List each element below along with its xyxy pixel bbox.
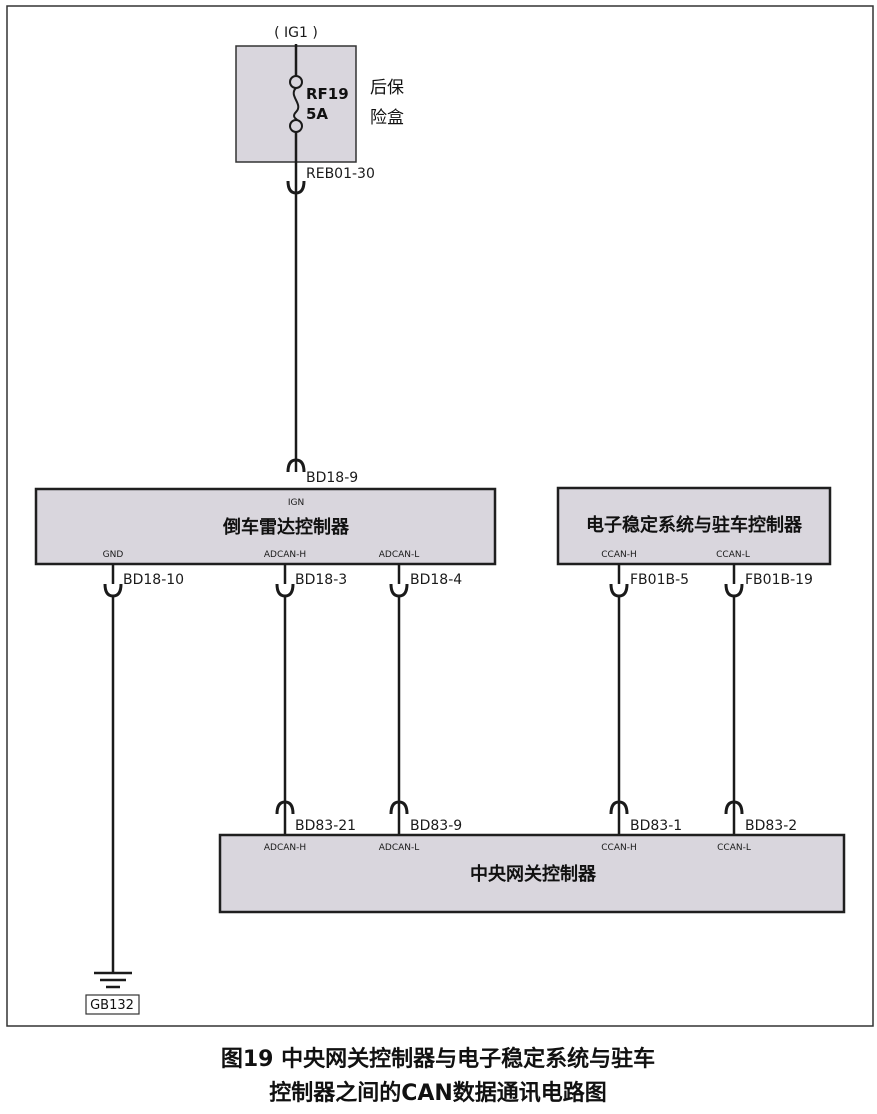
gateway-sig-ccan-h: CCAN-H bbox=[601, 843, 636, 853]
esp-controller-box bbox=[556, 486, 832, 566]
gateway-sig-adcan-l: ADCAN-L bbox=[379, 843, 420, 853]
ground-label-box bbox=[85, 994, 140, 1015]
pin-label-BD18-10: BD18-10 bbox=[123, 572, 184, 588]
pin-label-BD83-1: BD83-1 bbox=[630, 818, 682, 834]
pin-label-FB01B-5: FB01B-5 bbox=[630, 572, 689, 588]
connector-BD83-2 bbox=[724, 800, 744, 815]
radar-sig-canh: ADCAN-H bbox=[264, 550, 306, 560]
ground-symbol bbox=[94, 971, 132, 989]
gateway-sig-ccan-l: CCAN-L bbox=[717, 843, 751, 853]
caption-line2: 控制器之间的CAN数据通讯电路图 bbox=[269, 1080, 607, 1106]
connector-BD83-9 bbox=[389, 800, 409, 815]
connector-BD83-21 bbox=[275, 800, 295, 815]
radar-controller-box bbox=[34, 487, 497, 566]
pin-label-BD83-2: BD83-2 bbox=[745, 818, 797, 834]
esp-controller-name: 电子稳定系统与驻车控制器 bbox=[586, 514, 803, 536]
fuse-box-label-line1: 后保 bbox=[370, 78, 404, 98]
pin-label-BD18-4: BD18-4 bbox=[410, 572, 462, 588]
gateway-controller-name: 中央网关控制器 bbox=[470, 863, 597, 885]
radar-controller-name: 倒车雷达控制器 bbox=[222, 516, 350, 538]
pin-label-BD83-9: BD83-9 bbox=[410, 818, 462, 834]
pin-label-REB01-30: REB01-30 bbox=[306, 166, 375, 182]
pin-label-BD18-9: BD18-9 bbox=[306, 470, 358, 486]
pin-label-BD18-3: BD18-3 bbox=[295, 572, 347, 588]
ground-label: GB132 bbox=[90, 998, 134, 1013]
connector-BD83-1 bbox=[609, 800, 629, 815]
radar-sig-ign: IGN bbox=[288, 498, 304, 508]
fuse-rating: 5A bbox=[306, 105, 328, 123]
caption-line1: 图19 中央网关控制器与电子稳定系统与驻车 bbox=[221, 1046, 655, 1072]
radar-sig-canl: ADCAN-L bbox=[379, 550, 420, 560]
power-source-label: ( IG1 ) bbox=[274, 25, 318, 41]
esp-sig-canh: CCAN-H bbox=[601, 550, 636, 560]
gateway-sig-adcan-h: ADCAN-H bbox=[264, 843, 306, 853]
fuse-name: RF19 bbox=[306, 85, 349, 103]
gateway-controller-box bbox=[218, 833, 846, 914]
pin-label-FB01B-19: FB01B-19 bbox=[745, 572, 813, 588]
esp-sig-canl: CCAN-L bbox=[716, 550, 750, 560]
pin-label-BD83-21: BD83-21 bbox=[295, 818, 356, 834]
radar-sig-gnd: GND bbox=[103, 550, 124, 560]
connector-BD18-9 bbox=[286, 458, 306, 473]
fuse-box-label-line2: 险盒 bbox=[370, 108, 404, 128]
